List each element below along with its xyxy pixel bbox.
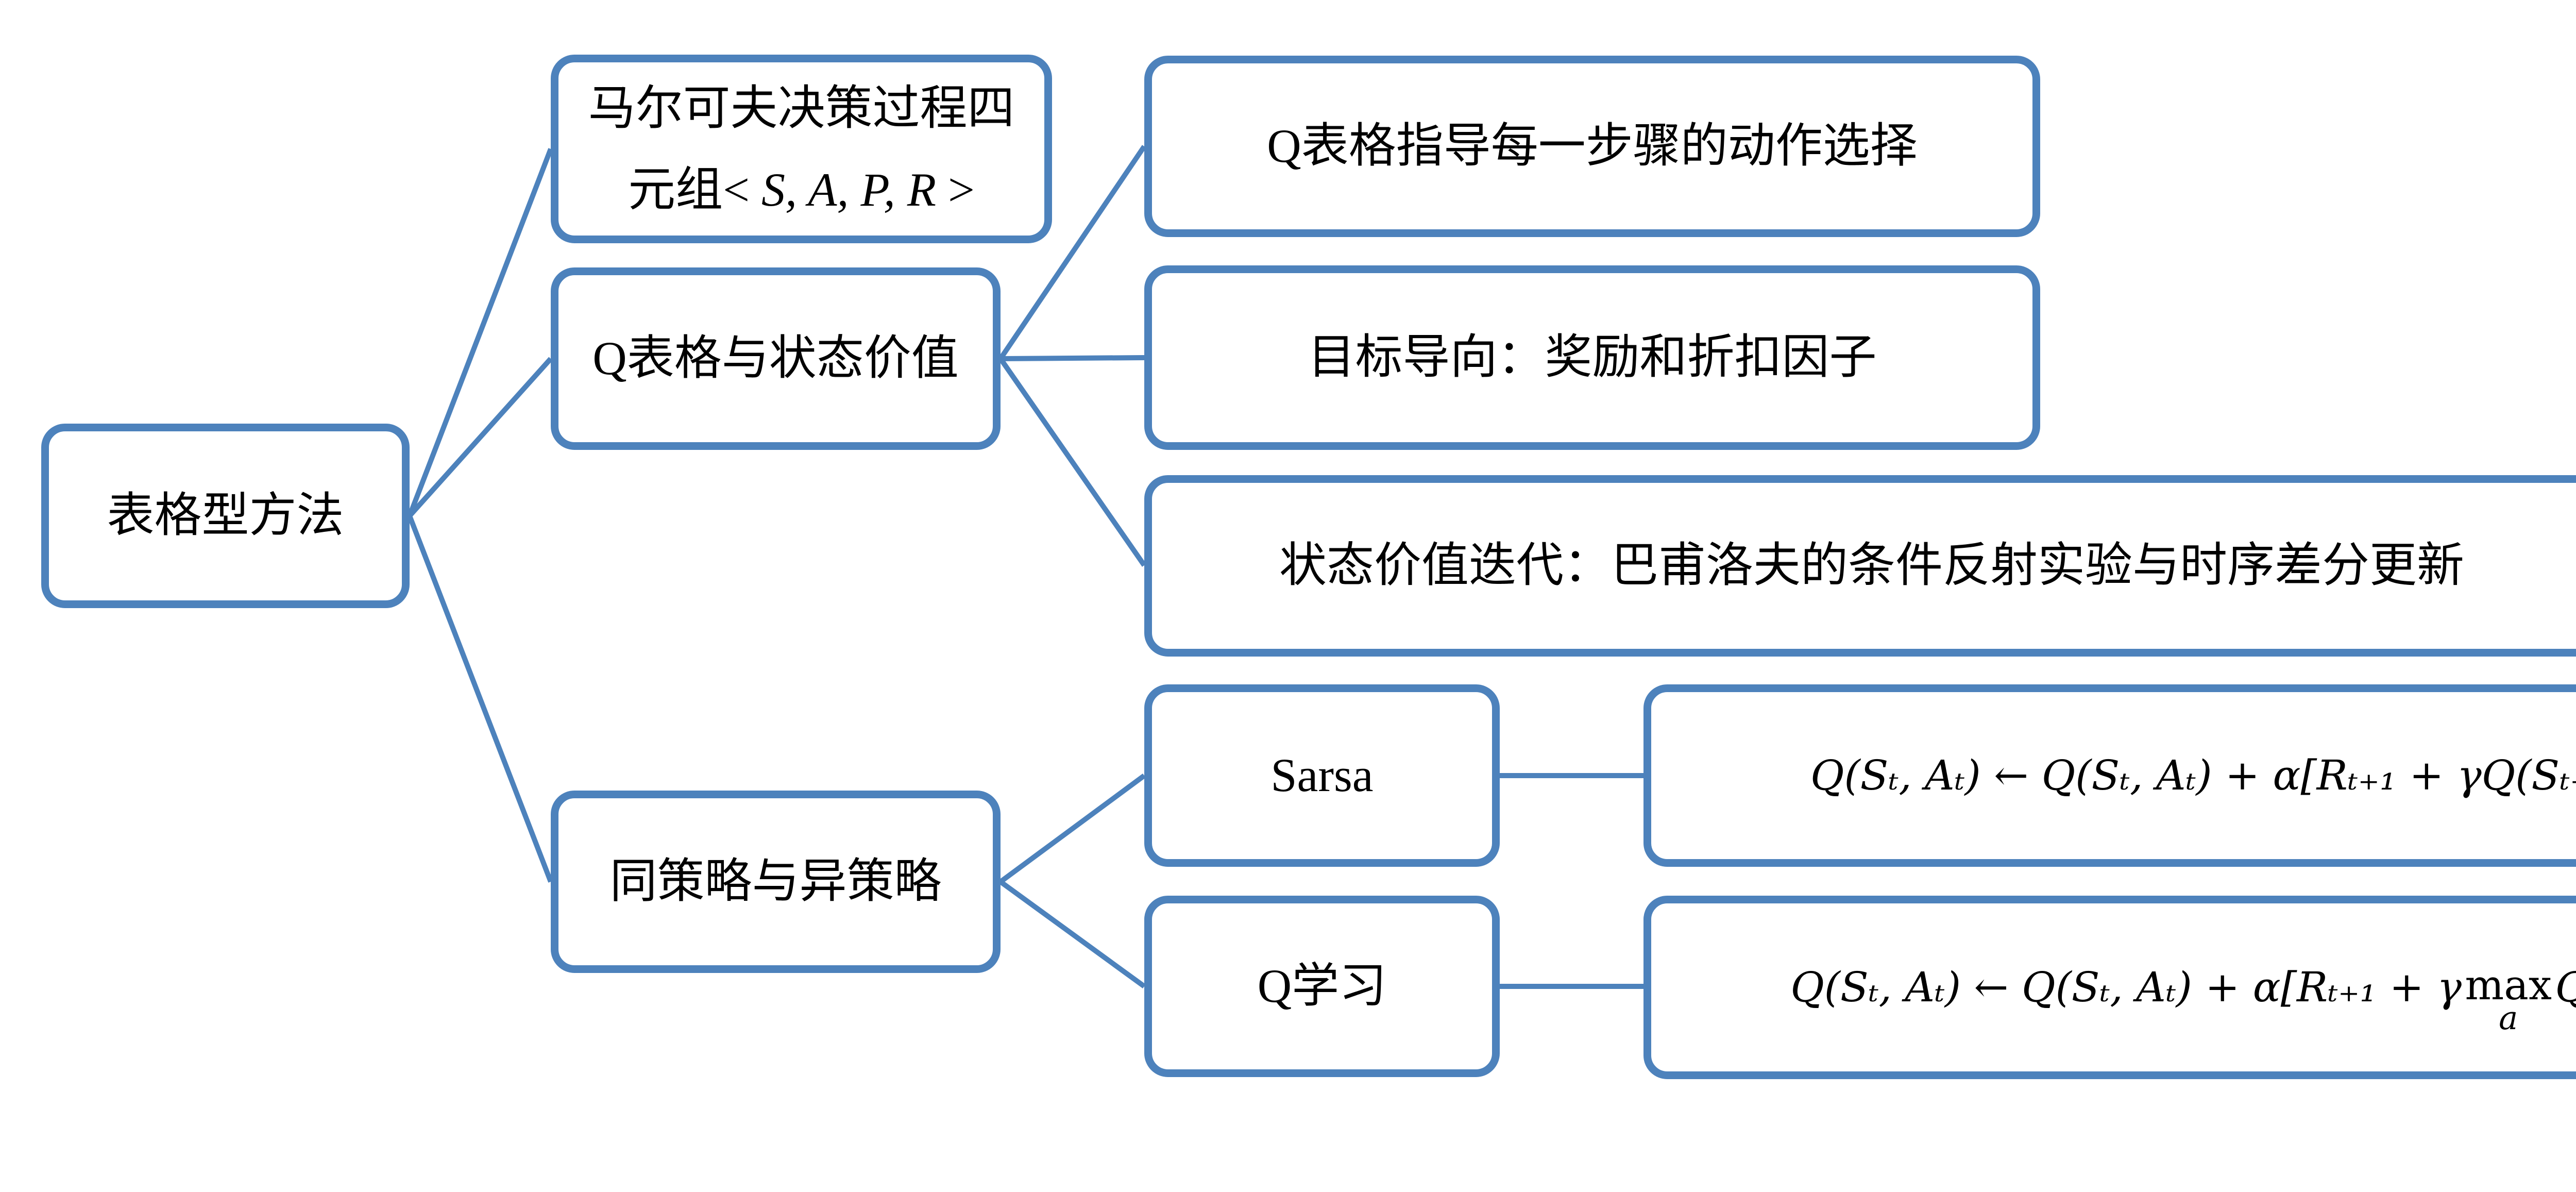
node-state-value-iteration: 状态价值迭代：巴甫洛夫的条件反射实验与时序差分更新: [1144, 475, 2576, 657]
connector-qtable-to-child1: [1000, 355, 1145, 361]
sarsa-label: Sarsa: [1270, 749, 1374, 802]
connector-policy-to-qlearn: [999, 879, 1146, 989]
qlearning-formula-post: Q(Sₜ₊₁, a) − Q(Sₜ, Aₜ)]: [2555, 958, 2576, 1017]
max-word: max: [2465, 961, 2552, 1009]
qlearning-label: Q学习: [1257, 960, 1387, 1013]
node-root-label: 表格型方法: [107, 489, 344, 542]
node-goal-oriented-reward-discount: 目标导向：奖励和折扣因子: [1144, 265, 2040, 450]
node-root-tabular-methods: 表格型方法: [41, 424, 410, 608]
node-sarsa-update-formula: Q(Sₜ, Aₜ) ← Q(Sₜ, Aₜ) + α[Rₜ₊₁ + γQ(Sₜ₊₁…: [1643, 684, 2576, 867]
mdp-line2-math: S, A, P, R: [761, 163, 937, 216]
node-qtable-state-value: Q表格与状态价值: [551, 267, 1001, 450]
node-mdp-four-tuple: 马尔可夫决策过程四 元组< S, A, P, R >: [551, 55, 1052, 243]
mdp-line2-suffix: >: [936, 163, 975, 216]
connector-root-to-qtable: [408, 357, 553, 518]
qtable-child-1-label: 目标导向：奖励和折扣因子: [1308, 331, 1877, 384]
connector-root-to-policy: [407, 515, 553, 883]
connector-qtable-to-child2: [998, 357, 1147, 567]
mdp-line2-prefix: 元组<: [628, 163, 761, 216]
qtable-child-2-label: 状态价值迭代：巴甫洛夫的条件反射实验与时序差分更新: [1279, 539, 2464, 592]
qtable-child-0-label: Q表格指导每一步骤的动作选择: [1267, 120, 1918, 173]
connector-root-to-mdp: [407, 148, 553, 517]
qtable-label: Q表格与状态价值: [592, 332, 959, 385]
mdp-label-line2: 元组< S, A, P, R >: [628, 149, 975, 230]
sarsa-formula-text: Q(Sₜ, Aₜ) ← Q(Sₜ, Aₜ) + α[Rₜ₊₁ + γQ(Sₜ₊₁…: [1810, 751, 2576, 799]
node-on-policy-off-policy: 同策略与异策略: [551, 791, 1001, 973]
node-qtable-guides-action-selection: Q表格指导每一步骤的动作选择: [1144, 56, 2040, 237]
connector-policy-to-sarsa: [999, 773, 1146, 884]
mdp-label-line1: 马尔可夫决策过程四: [588, 81, 1015, 135]
max-subscript-a: a: [2499, 999, 2518, 1037]
policy-label: 同策略与异策略: [609, 855, 942, 908]
node-sarsa: Sarsa: [1144, 684, 1500, 867]
node-q-learning: Q学习: [1144, 896, 1500, 1077]
connector-qtable-to-child0: [998, 145, 1147, 360]
qlearning-formula-pre: Q(Sₜ, Aₜ) ← Q(Sₜ, Aₜ) + α[Rₜ₊₁ + γ: [1790, 963, 2462, 1011]
